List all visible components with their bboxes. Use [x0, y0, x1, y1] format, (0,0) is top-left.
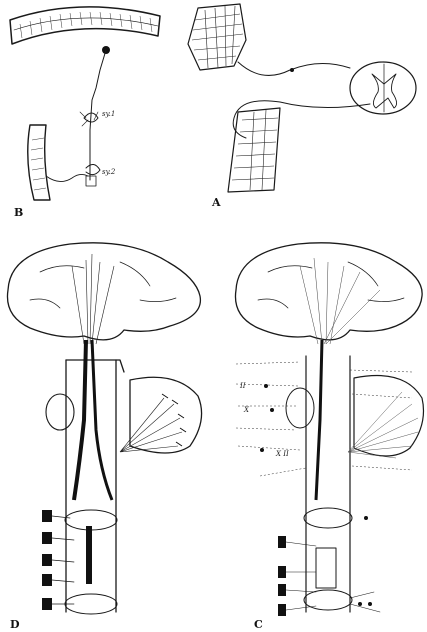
skin-layer: [10, 7, 160, 44]
annotation-leaders-c: [236, 362, 412, 476]
cerebrum-c: [235, 243, 422, 340]
panel-a-drawing: [188, 4, 416, 192]
ganglion-label-sy2: sy.2: [102, 168, 116, 176]
cerebellar-fibres-d: [120, 398, 182, 452]
cortical-fibres-d: [72, 254, 114, 344]
panel-label-d: D: [10, 618, 20, 631]
ganglion-label-sy1: sy.1: [102, 110, 115, 118]
segment-blocks-c: [278, 536, 286, 616]
panel-c-drawing: [235, 243, 423, 616]
vasomotor-nerve: [46, 174, 88, 181]
panel-label-a: A: [211, 196, 221, 209]
cerebellar-fibres-c: [348, 392, 418, 458]
side-label-ii: II: [239, 382, 246, 390]
ganglion-sy2: [86, 164, 100, 174]
panel-b-drawing: [10, 7, 160, 200]
skin-texture: [20, 12, 152, 38]
pons-c: [286, 388, 314, 428]
panel-label-c: C: [254, 618, 263, 631]
panel-d-drawing: [7, 243, 201, 614]
cerebrum-d: [7, 243, 200, 340]
brainstem-c: [306, 356, 350, 612]
sensory-nerve: [238, 62, 350, 75]
ganglion-box: [86, 176, 96, 186]
panel-label-b: B: [14, 206, 23, 219]
pons-d: [46, 394, 74, 430]
side-label-x-ii: X II: [275, 450, 289, 458]
segment-blocks-d: [42, 510, 92, 610]
blood-vessel: [28, 125, 50, 200]
muscle-block: [228, 108, 280, 192]
spinal-cord-section: [350, 62, 416, 114]
pyramidal-tract-d: [74, 340, 86, 500]
side-label-x: X: [243, 406, 250, 414]
cerebellum-d: [130, 377, 202, 453]
